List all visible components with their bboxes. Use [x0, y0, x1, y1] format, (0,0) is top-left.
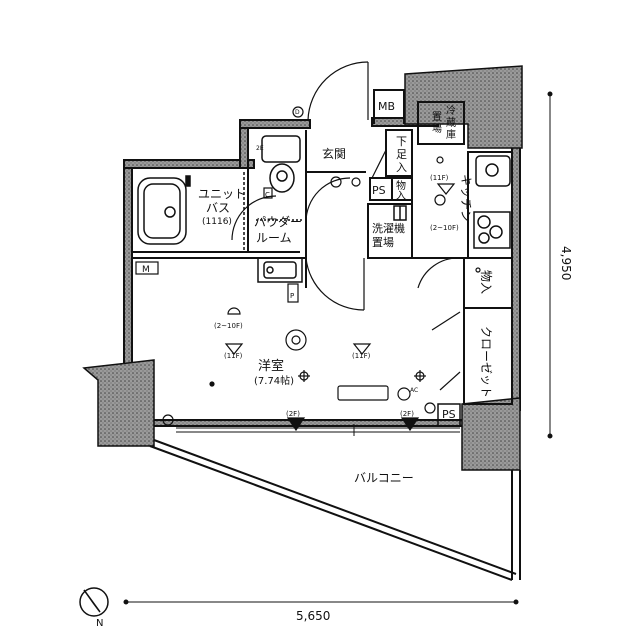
label-mb: MB — [378, 100, 395, 113]
label-kitchen: キッチン — [459, 174, 473, 222]
dimension-depth: 4,950 — [559, 246, 573, 280]
label-storage-1-b: 入 — [396, 191, 406, 202]
dimension-width: 5,650 — [296, 609, 330, 623]
label-powder-room-2: ルーム — [256, 231, 292, 245]
compass-north-label: N — [96, 618, 103, 629]
label-closet: クローゼット — [479, 326, 493, 398]
label-fridge-4: 置 — [432, 111, 442, 123]
label-shoe-storage-2: 足 — [396, 148, 407, 161]
label-storage-2: 物入 — [479, 270, 493, 294]
ps-2-box — [437, 403, 461, 427]
label-laundry-1: 洗濯機 — [372, 221, 405, 235]
powder-room-fixtures — [256, 135, 303, 283]
north-arrow-icon — [79, 587, 109, 617]
label-fridge-3: 庫 — [446, 128, 456, 141]
label-storage-1-a: 物 — [396, 179, 406, 192]
doors — [231, 61, 461, 391]
bath-fixtures — [137, 172, 245, 250]
window — [176, 424, 460, 436]
dimension-lines — [123, 91, 553, 605]
label-western-room-size: (7.74帖) — [254, 374, 294, 387]
label-m: M — [142, 265, 150, 275]
label-unit-bath-3: (1116) — [202, 217, 232, 227]
label-western-room: 洋室 — [258, 358, 284, 374]
electrical-symbols — [162, 106, 481, 432]
label-ps-2: PS — [442, 408, 456, 421]
kitchen-fixtures — [473, 155, 511, 249]
note-balcony-2: (2F) — [400, 410, 414, 418]
label-unit-bath-2: バス — [206, 201, 230, 215]
label-balcony: バルコニー — [354, 471, 414, 485]
note-balcony-1: (2F) — [286, 410, 300, 418]
note-2e: 2E — [256, 145, 264, 152]
note-floor-1: (2~10F) — [214, 322, 243, 330]
label-ps-1: PS — [372, 184, 386, 197]
note-p: P — [290, 292, 294, 300]
note-c: C — [265, 191, 270, 199]
label-unit-bath-1: ユニット — [198, 187, 246, 201]
note-floor-3: (11F) — [352, 352, 371, 360]
column-bottom-right — [461, 397, 521, 471]
label-shoe-storage-3: 入 — [396, 161, 407, 174]
note-kitchen-2: (2~10F) — [430, 224, 459, 232]
label-entrance: 玄関 — [322, 146, 346, 161]
label-laundry-2: 置場 — [372, 236, 394, 249]
label-fridge-1: 冷 — [446, 104, 456, 117]
walls — [123, 117, 521, 431]
balcony — [149, 439, 521, 581]
note-ac: AC — [410, 387, 418, 394]
laundry-fixture — [393, 205, 407, 221]
label-shoe-storage-1: 下 — [396, 135, 407, 148]
note-d: D — [295, 109, 300, 116]
note-kitchen-1: (11F) — [430, 174, 449, 182]
label-fridge-2: 蔵 — [446, 116, 456, 129]
note-floor-2: (11F) — [224, 352, 243, 360]
column-mid-left — [82, 359, 155, 447]
m-box — [135, 261, 159, 275]
label-powder-room-1: パウダー — [254, 214, 302, 229]
label-fridge-5: 場 — [432, 122, 442, 135]
